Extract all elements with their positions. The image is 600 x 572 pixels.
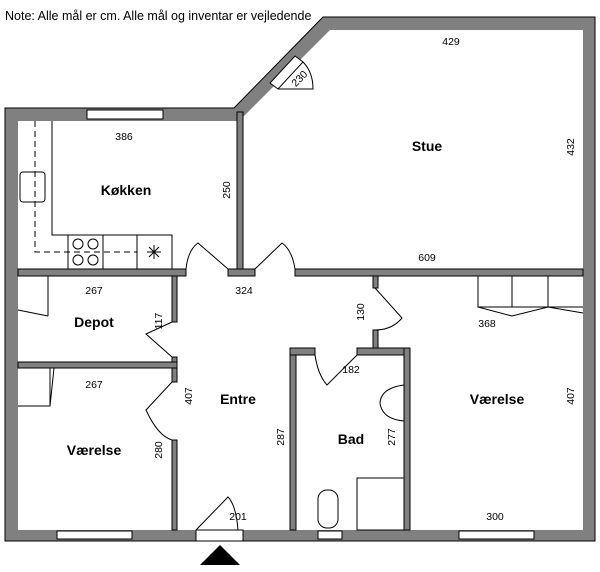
bath-door	[314, 354, 358, 386]
depot-wall-2	[171, 356, 178, 383]
fan-icon	[147, 245, 161, 259]
dim-hall-top: 324	[235, 285, 253, 297]
bath-window	[317, 530, 343, 540]
lower-floor	[18, 270, 583, 530]
entry-door	[195, 496, 239, 531]
dim-bath-height: 277	[386, 428, 398, 446]
bedroom-right-wardrobe	[477, 276, 584, 317]
room-label-hall: Entre	[220, 391, 256, 407]
stove-burner-icon	[72, 238, 84, 250]
wall-h-2	[227, 268, 256, 277]
dim-entry-door: 201	[229, 511, 247, 523]
room-label-storage: Depot	[74, 314, 114, 330]
dim-storage-width: 267	[85, 285, 103, 297]
depot-door	[145, 321, 173, 358]
entrance-arrow-icon	[200, 545, 240, 565]
room-label-kitchen: Køkken	[101, 182, 152, 198]
wall-h-1	[17, 268, 187, 277]
dim-bedroom-right-top: 368	[478, 318, 496, 330]
kitchen-living-wall	[236, 111, 244, 270]
toilet-icon	[317, 489, 339, 529]
living-door	[254, 242, 296, 270]
entry-door-opening	[195, 529, 244, 542]
depot-wall-1	[171, 275, 178, 323]
dim-bath-door: 182	[342, 364, 360, 376]
bedroom-left-window	[56, 530, 133, 540]
bath-left-wall	[289, 347, 297, 531]
corridor-wall-1	[372, 275, 379, 289]
kitchen-counter	[51, 121, 173, 269]
bedroom-left-door	[145, 381, 173, 441]
room-label-bath: Bad	[338, 431, 364, 447]
depot-shelf	[17, 276, 49, 317]
dim-kitchen-width: 386	[115, 131, 133, 143]
corridor-wall-2	[372, 329, 379, 349]
diag-window-swing	[278, 61, 314, 90]
stove-burner-icon	[87, 254, 99, 266]
dim-storage-height: 117	[153, 312, 165, 329]
room-label-bedroom-right: Værelse	[470, 391, 525, 407]
living-floor	[243, 30, 583, 270]
bedroom-right-window	[458, 530, 535, 540]
dim-bedroom-left-height: 280	[153, 441, 165, 459]
dim-bedroom-right-height: 407	[565, 387, 577, 405]
kitchen-door	[185, 242, 229, 270]
kitchen-counter-outline	[34, 121, 137, 253]
dim-kitchen-height: 250	[221, 181, 233, 199]
bedroom-wall	[171, 439, 178, 531]
dim-bedroom-right-bottom: 300	[486, 511, 504, 523]
stove-burner-icon	[87, 238, 99, 250]
dim-bedroom-left-width: 267	[85, 379, 103, 391]
dim-living-top: 429	[442, 36, 460, 48]
corridor-door	[374, 287, 403, 331]
dim-hall-height-left: 407	[183, 387, 195, 405]
dim-corridor: 130	[355, 303, 367, 321]
dim-living-height: 432	[565, 138, 577, 156]
shower-area	[356, 477, 405, 531]
washbasin-icon	[379, 384, 405, 422]
bath-top-wall-1	[289, 347, 316, 356]
room-label-bedroom-left: Værelse	[67, 442, 122, 458]
kitchen-sink-icon	[19, 171, 46, 203]
depot-bedroom-wall	[17, 361, 178, 369]
dim-hall-height-right: 287	[275, 428, 287, 446]
bath-top-wall-2	[356, 347, 411, 356]
bedroom-left-wardrobe	[18, 367, 55, 407]
room-label-living: Stue	[412, 138, 443, 154]
kitchen-window	[86, 109, 164, 120]
stove-burner-icon	[72, 254, 84, 266]
bath-right-wall	[403, 347, 411, 531]
wall-h-3	[294, 268, 584, 277]
dim-living-bottom: 609	[418, 252, 436, 264]
plan-note: Note: Alle mål er cm. Alle mål og invent…	[5, 9, 311, 23]
